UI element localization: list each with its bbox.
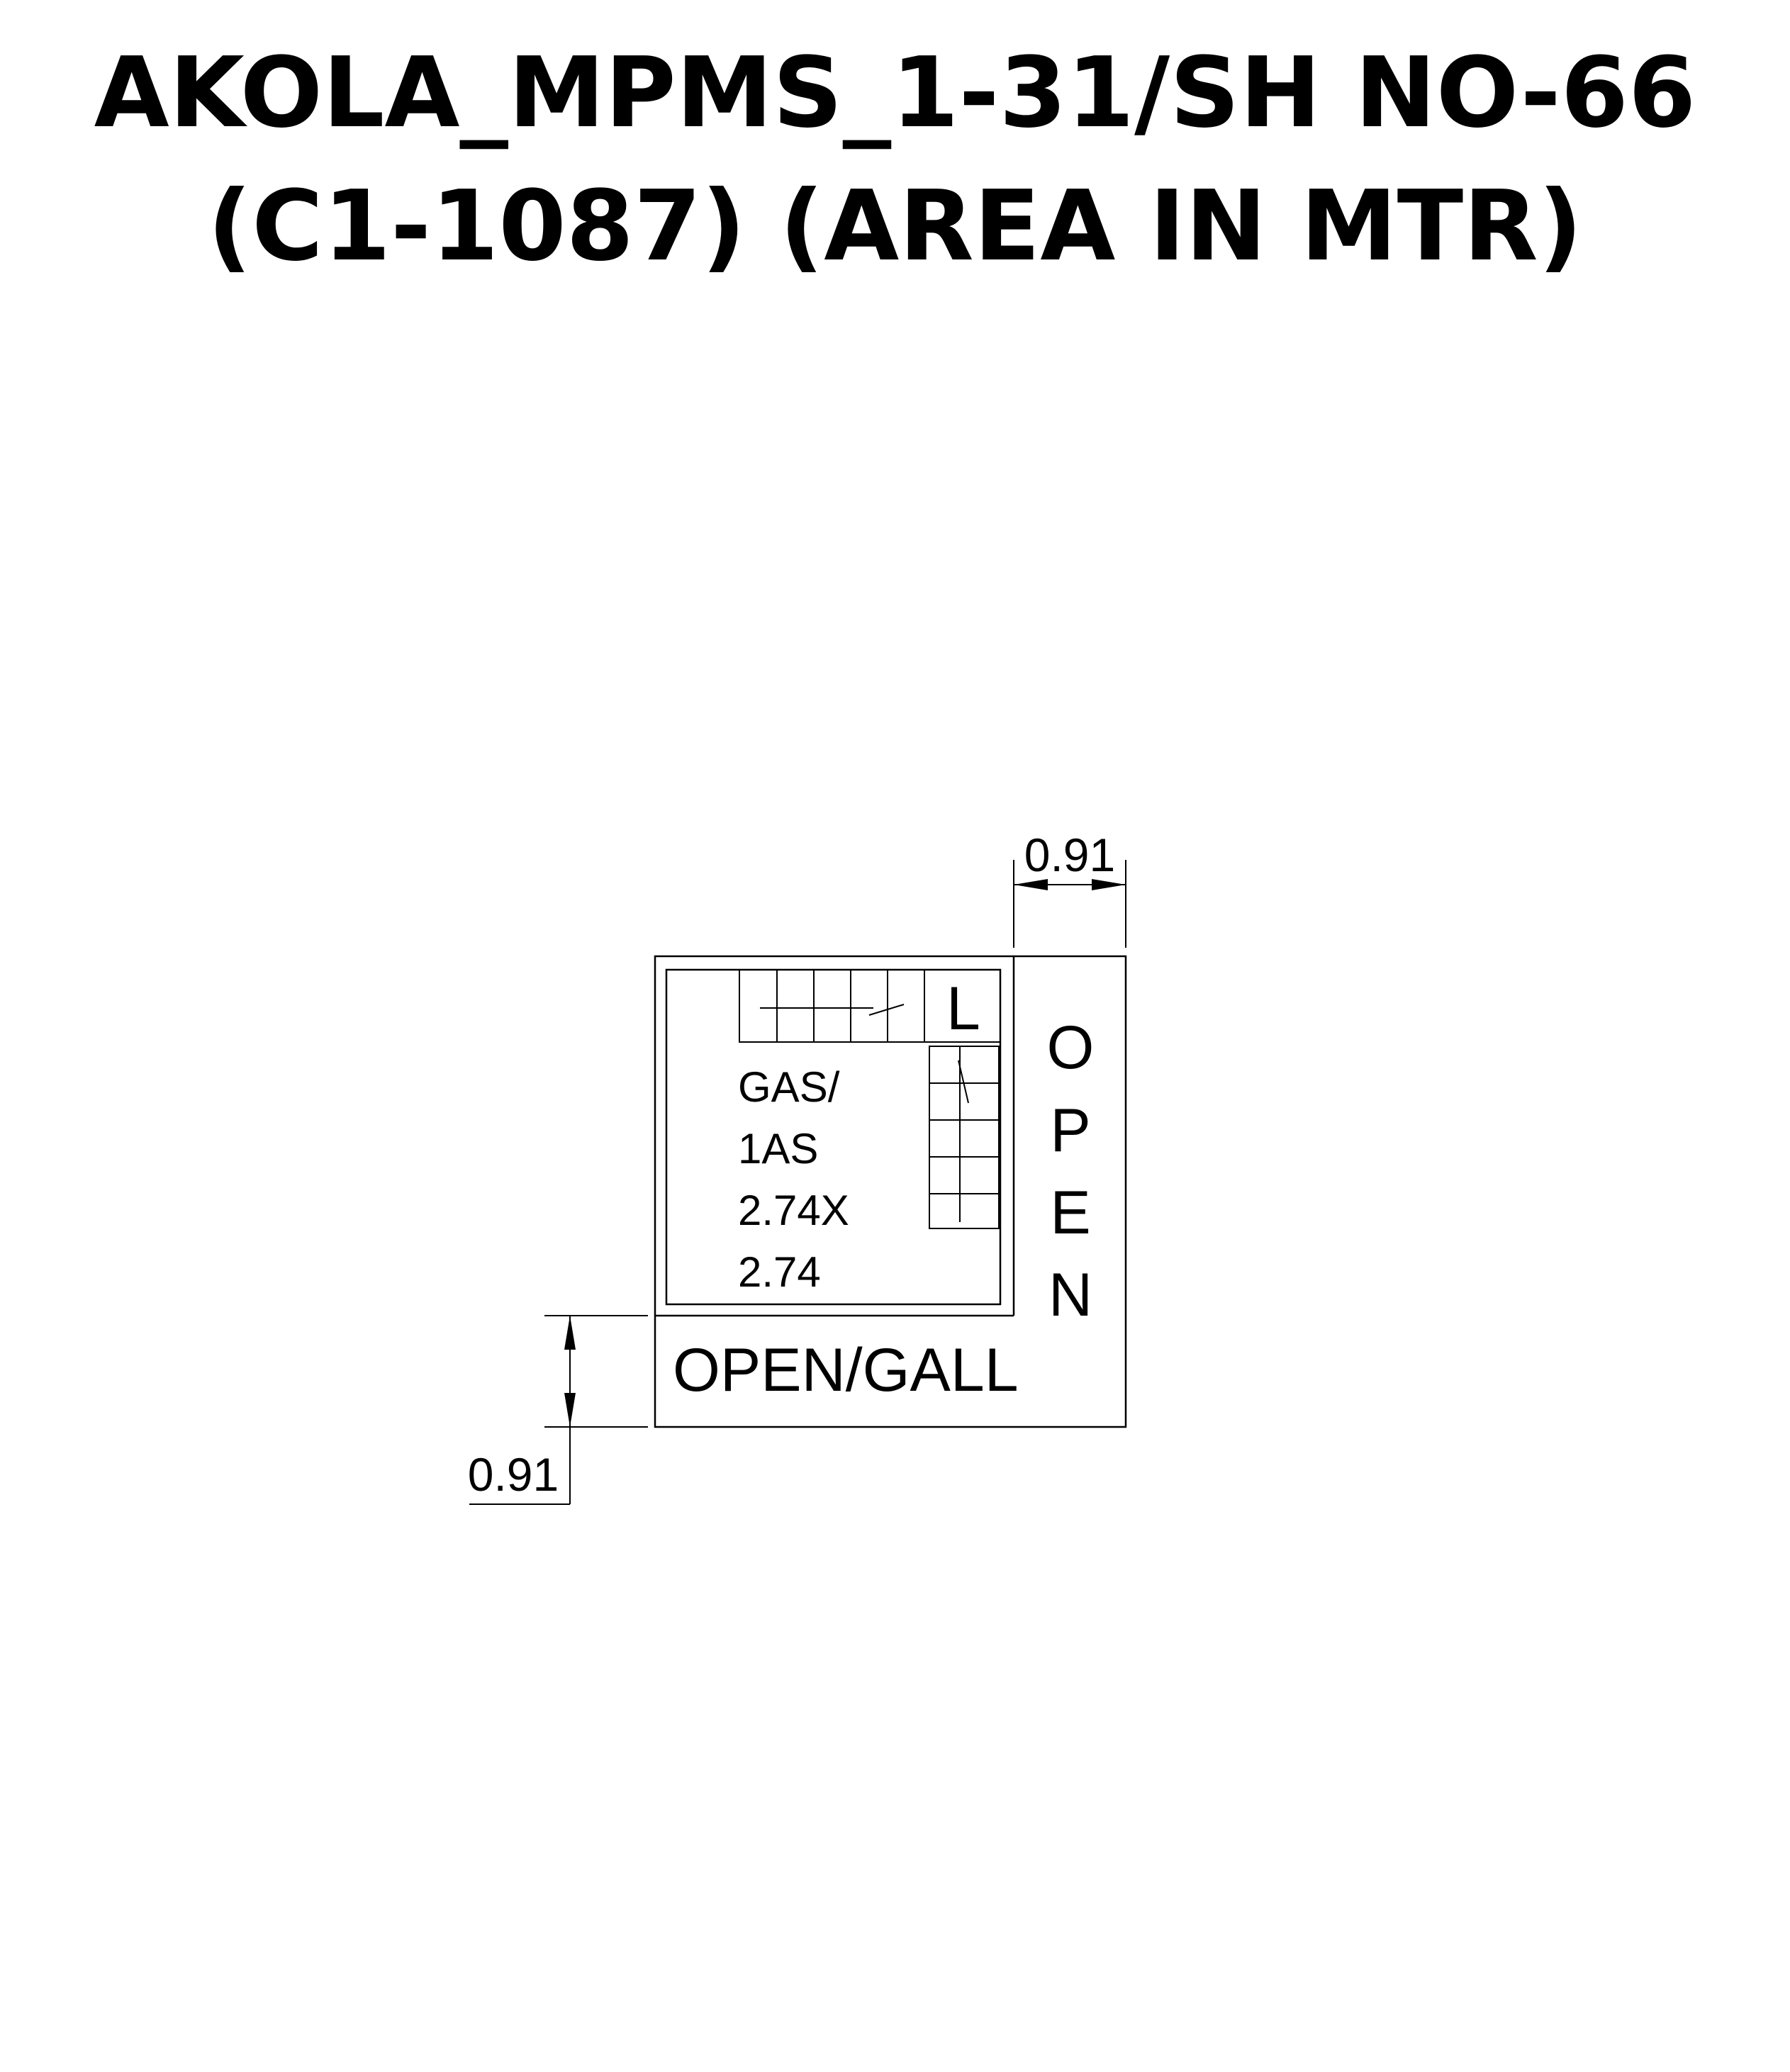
dimension-top-value: 0.91 <box>1024 829 1115 881</box>
stair-top-run <box>739 969 925 1043</box>
dimension-left <box>469 1315 648 1505</box>
open-side-letter: E <box>1050 1179 1090 1247</box>
stair-break-tick <box>958 1060 969 1104</box>
open-side-letter: N <box>1048 1261 1092 1329</box>
open-gallery-label: OPEN/GALL <box>673 1336 1019 1404</box>
dimension-left-value: 0.91 <box>468 1448 559 1501</box>
stair-side-run <box>929 1046 1000 1229</box>
stair-label: L <box>946 975 980 1043</box>
arrowhead-icon <box>1014 879 1048 890</box>
page-title: AKOLA_MPMS_1-31/SH NO-66 (C1-1087) (AREA… <box>0 27 1790 293</box>
stair-break-tick <box>868 1004 905 1016</box>
dimension-top <box>1013 860 1126 948</box>
arrowhead-icon <box>564 1393 576 1427</box>
arrowhead-icon <box>564 1316 576 1350</box>
title-line-2: (C1-1087) (AREA IN MTR) <box>207 170 1583 283</box>
room-label-line-4: 2.74 <box>738 1248 821 1296</box>
title-line-1: AKOLA_MPMS_1-31/SH NO-66 <box>94 37 1696 150</box>
room-label-line-2: 1AS <box>738 1125 818 1172</box>
arrowhead-icon <box>1092 879 1126 890</box>
staircase <box>739 969 1001 1229</box>
room-label-line-3: 2.74X <box>738 1187 849 1234</box>
outer-boundary <box>654 955 1127 1428</box>
open-side-letter: P <box>1050 1097 1090 1165</box>
stair-landing <box>924 969 1001 1043</box>
open-side-letter: O <box>1047 1014 1095 1082</box>
room-label-line-1: GAS/ <box>738 1063 840 1111</box>
